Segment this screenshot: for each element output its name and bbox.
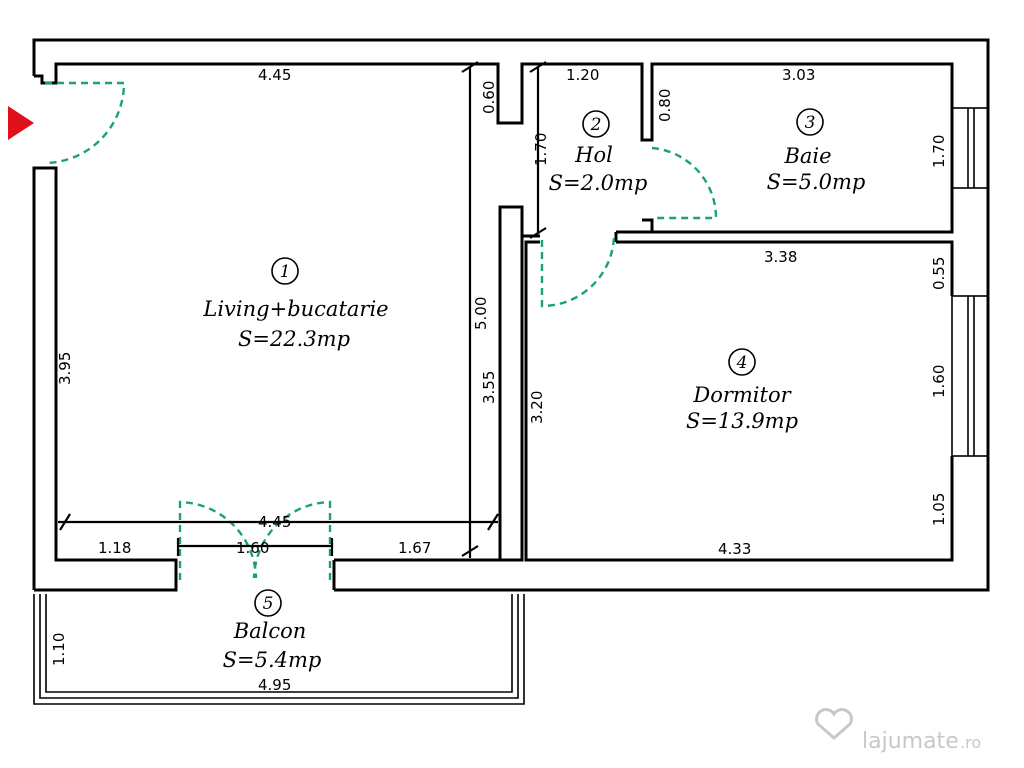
room-area: S=13.9mp	[686, 409, 798, 433]
room-area: S=5.4mp	[223, 648, 322, 672]
baie-door-swing	[651, 146, 718, 220]
outer-wall-left-upper	[34, 62, 528, 125]
watermark-suffix: .ro	[960, 733, 981, 752]
baie-dormitor-partition	[524, 232, 954, 562]
room-name: Living+bucatarie	[202, 297, 388, 321]
room-area: S=22.3mp	[238, 327, 350, 351]
watermark: lajumate .ro	[815, 708, 981, 754]
entry-door-swing	[44, 81, 126, 165]
outer-wall-top	[32, 38, 990, 592]
doors	[44, 81, 718, 580]
room-number: 5	[263, 594, 274, 614]
room-name: Balcon	[233, 619, 307, 643]
dim-dormitor-right-bottom: 1.05	[930, 493, 948, 526]
dim-living-right-total: 5.00	[472, 297, 490, 330]
entry-arrow-icon	[8, 106, 34, 140]
room-hol: 2 Hol S=2.0mp	[549, 110, 648, 195]
dim-dormitor-bottom: 4.33	[718, 540, 751, 558]
room-area: S=5.0mp	[767, 170, 866, 194]
room-living: 1 Living+bucatarie S=22.3mp	[202, 257, 389, 351]
room-name: Hol	[574, 143, 613, 167]
heart-logo-icon	[815, 708, 853, 740]
dim-living-right-lower: 3.55	[480, 371, 498, 404]
dormitor-door-swing	[540, 235, 616, 308]
dim-balcon-height: 1.10	[50, 633, 68, 666]
dim-hol-top: 1.20	[566, 66, 599, 84]
dim-living-bottom-total: 4.45	[258, 513, 291, 531]
dim-balcony-door-right: 1.67	[398, 539, 431, 557]
dim-balcon-width: 4.95	[258, 676, 291, 694]
walls	[32, 38, 990, 705]
room-name: Baie	[783, 144, 831, 168]
dim-baie-right: 1.70	[930, 135, 948, 168]
watermark-text: lajumate	[862, 729, 959, 754]
window-dormitor	[951, 295, 989, 457]
room-number: 4	[736, 353, 748, 373]
dim-living-left: 3.95	[56, 352, 74, 385]
room-number: 3	[805, 113, 816, 133]
room-area: S=2.0mp	[549, 171, 648, 195]
dim-balcony-door-left: 1.18	[98, 539, 131, 557]
dim-baie-door-wall: 0.80	[656, 89, 674, 122]
balcony-outline	[33, 594, 525, 705]
dim-hol-niche: 0.60	[480, 81, 498, 114]
dim-hol-height: 1.70	[532, 133, 550, 166]
room-name: Dormitor	[692, 383, 792, 407]
dimension-labels: 4.45 3.95 5.00 3.55 4.45 1.18 1.60 1.67 …	[50, 66, 948, 694]
room-dormitor: 4 Dormitor S=13.9mp	[686, 348, 798, 433]
room-number: 1	[280, 262, 291, 282]
hol-top-wall	[528, 62, 954, 234]
dim-baie-top: 3.03	[782, 66, 815, 84]
room-number: 2	[590, 115, 602, 135]
room-balcon: 5 Balcon S=5.4mp	[223, 589, 322, 672]
dim-dormitor-top: 3.38	[764, 248, 797, 266]
dim-dormitor-left: 3.20	[528, 391, 546, 424]
window-baie	[951, 107, 989, 189]
dimension-lines	[58, 61, 547, 558]
dim-dormitor-right-top: 0.55	[930, 257, 948, 290]
dim-dormitor-window: 1.60	[930, 365, 948, 398]
living-bottom-right-wall	[334, 205, 524, 562]
outer-wall-left-lower	[32, 166, 178, 592]
room-baie: 3 Baie S=5.0mp	[767, 108, 866, 194]
dim-living-top: 4.45	[258, 66, 291, 84]
dim-balcony-door-width: 1.60	[236, 539, 269, 557]
